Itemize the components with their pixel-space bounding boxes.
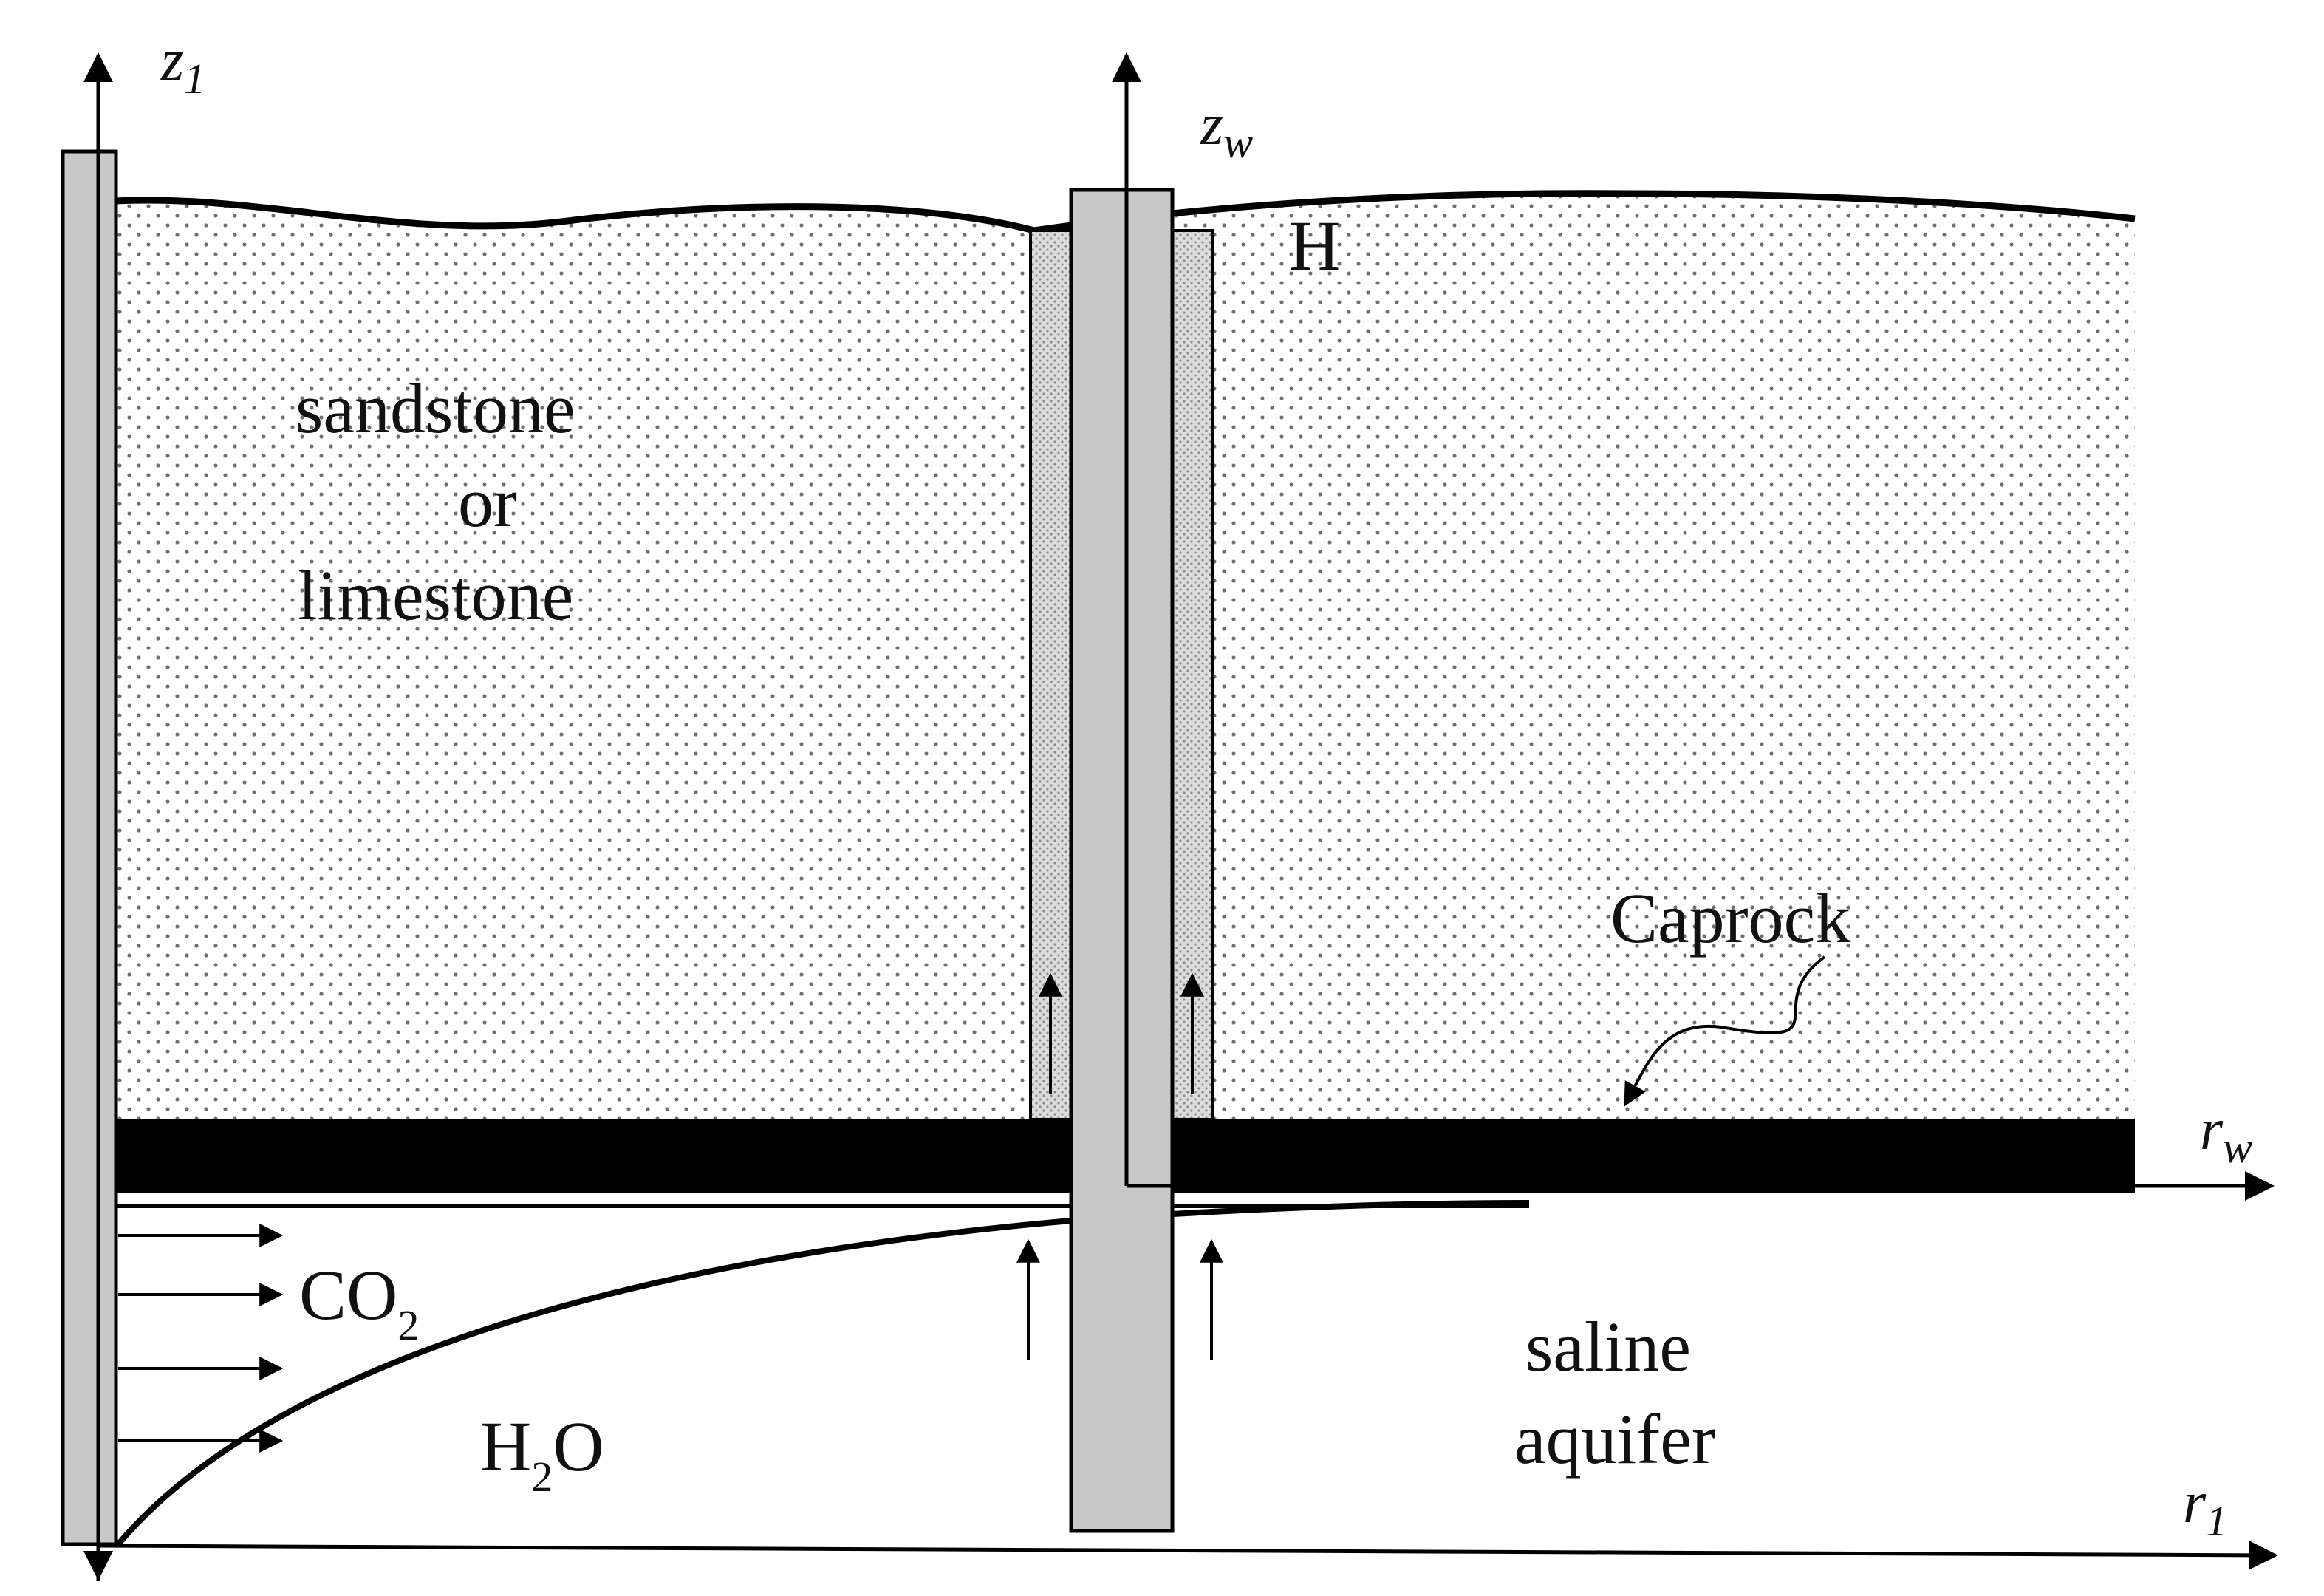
ground-surface-line <box>114 190 2136 234</box>
rw-axis-label: rw <box>2200 1097 2252 1172</box>
r1-axis <box>98 1540 2278 1570</box>
thickness-label: H <box>1289 206 1340 285</box>
rock-label-line1: sandstone <box>295 369 575 448</box>
rock-label-line3: limestone <box>298 556 573 635</box>
zw-axis-label: zw <box>1200 92 1253 167</box>
co2-flow-arrows <box>118 1224 284 1453</box>
leakage-arrows <box>1016 972 1223 1360</box>
co2-water-interface <box>115 1200 1530 1546</box>
leaky-well <box>1069 188 1175 1533</box>
axes <box>83 52 2278 1581</box>
caprock-label: Caprock <box>1610 879 1850 958</box>
co2-label: CO2 <box>299 1255 419 1349</box>
h2o-label: H2O <box>480 1407 604 1501</box>
injection-well <box>61 149 118 1546</box>
aquifer-label-line1: saline <box>1525 1307 1691 1386</box>
z1-axis-label: z1 <box>160 28 205 103</box>
r1-axis-label: r1 <box>2183 1470 2227 1545</box>
curved-arrow-icon <box>1624 955 1826 1107</box>
rock-label-line2: or <box>458 463 517 542</box>
aquifer-label-line2: aquifer <box>1514 1399 1715 1479</box>
annulus-right <box>1171 229 1214 1121</box>
